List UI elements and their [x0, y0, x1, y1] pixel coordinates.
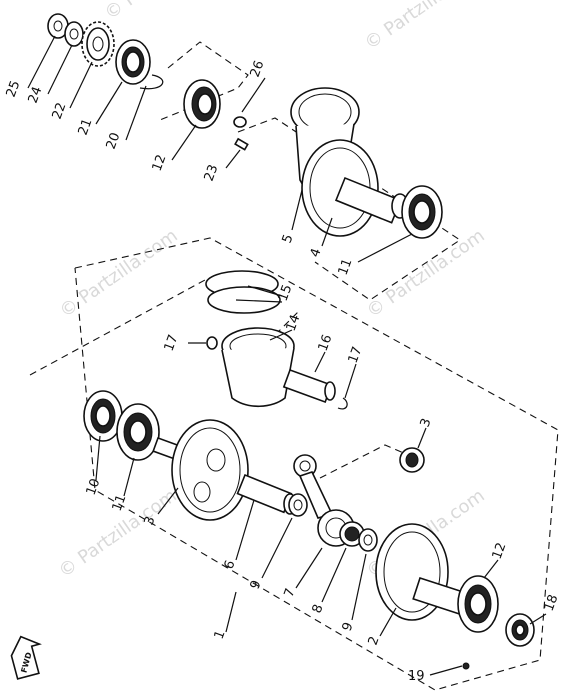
label-9-right: 9 — [340, 620, 357, 633]
label-4: 4 — [308, 246, 325, 259]
label-17-right: 17 — [346, 345, 366, 366]
label-17-left: 17 — [162, 333, 182, 354]
label-11-left: 11 — [110, 493, 130, 514]
part-24-washer — [64, 21, 84, 47]
part-3-crank-web-left — [171, 419, 249, 521]
part-13-needle-bearing — [399, 447, 425, 473]
label-12-lower: 12 — [490, 541, 510, 562]
part-12-bearing-upper — [183, 79, 221, 129]
label-14: 14 — [284, 313, 304, 334]
label-5: 5 — [280, 232, 297, 245]
upper-dashed-box — [159, 41, 249, 121]
part-16-piston-pin — [282, 368, 336, 403]
part-26-circlip — [233, 116, 247, 128]
label-24: 24 — [26, 85, 46, 106]
label-26: 26 — [248, 59, 268, 80]
part-25-nut — [47, 13, 69, 39]
part-10-seal — [83, 390, 123, 442]
part-17-clip-left — [206, 336, 218, 350]
dashed-link — [29, 279, 206, 376]
crankshaft-assembly-upper — [290, 87, 409, 237]
main-dashed-box — [74, 237, 559, 691]
label-19: 19 — [408, 669, 425, 684]
label-11-upper: 11 — [336, 257, 356, 278]
part-6-crank-pin — [236, 473, 297, 515]
label-2: 2 — [366, 634, 383, 647]
watermark: © Partzilla.com — [101, 0, 227, 24]
label-18: 18 — [542, 593, 562, 614]
label-7: 7 — [282, 586, 299, 599]
label-16: 16 — [316, 333, 336, 354]
part-9-washer-right — [358, 528, 378, 552]
label-23: 23 — [202, 163, 222, 184]
part-22-gear — [81, 21, 115, 67]
crank-assembly-dashed-box — [237, 117, 461, 301]
part-21-seal — [115, 39, 151, 85]
label-10: 10 — [84, 477, 104, 498]
watermark: © Partzilla.com — [361, 0, 487, 54]
part-19-pin — [462, 662, 470, 670]
label-25: 25 — [4, 79, 24, 100]
label-21: 21 — [76, 117, 96, 138]
part-9-washer-left — [288, 493, 308, 517]
label-12-upper: 12 — [150, 153, 170, 174]
fwd-arrow-icon: FWD — [10, 635, 42, 680]
part-11-bearing-upper — [401, 185, 443, 239]
label-20: 20 — [104, 131, 124, 152]
callout-labels: 25 24 22 21 20 12 26 23 5 4 11 15 14 17 … — [4, 59, 562, 684]
part-23-key — [234, 137, 249, 151]
label-6: 6 — [222, 558, 239, 571]
part-18-seal — [505, 613, 535, 647]
part-12-bearing-lower — [457, 575, 499, 633]
part-17-clip-right — [337, 397, 348, 410]
part-11-bearing-left — [116, 403, 160, 461]
label-15: 15 — [276, 283, 296, 304]
label-13: 3 — [418, 416, 435, 429]
label-22: 22 — [50, 101, 70, 122]
leader-lines — [27, 35, 547, 676]
watermark: © Partzilla.com — [56, 225, 182, 322]
label-8: 8 — [310, 602, 327, 615]
watermark: © Partzilla.com — [363, 225, 489, 322]
label-9-left: 9 — [248, 578, 265, 591]
part-14-piston — [221, 327, 295, 408]
